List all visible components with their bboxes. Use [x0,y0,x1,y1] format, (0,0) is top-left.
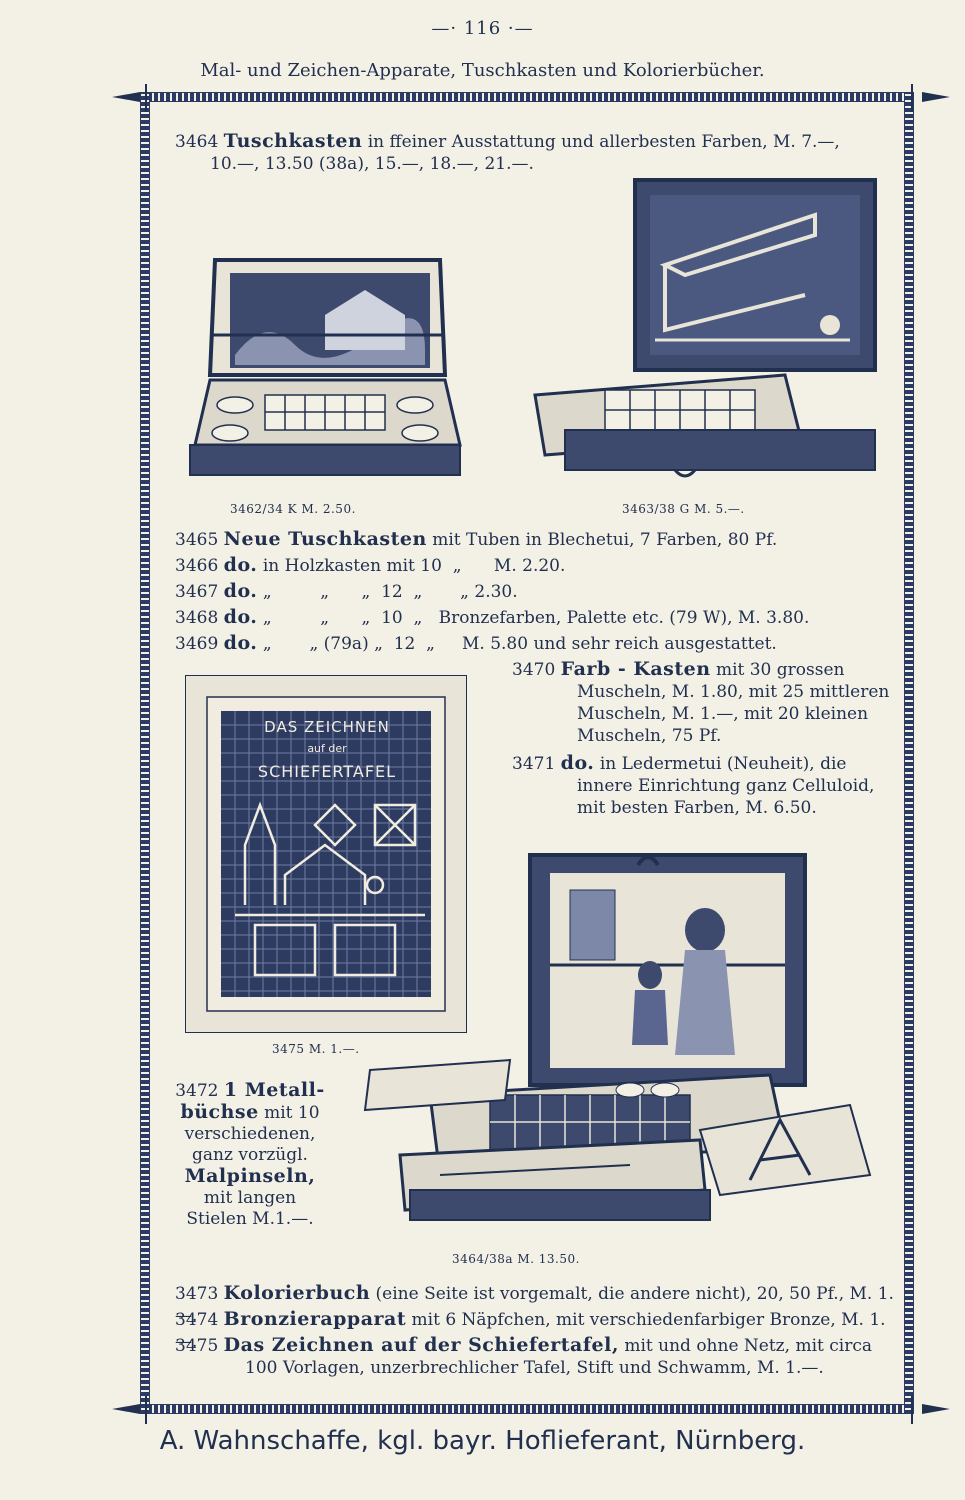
entry-3465: 3465 Neue Tuschkasten mit Tuben in Blech… [175,528,778,550]
border-ornament-bottom-right [911,1396,950,1424]
border-ornament-bottom-left [112,1396,147,1424]
entry-3473: 3473 Kolorierbuch (eine Seite ist vorgem… [175,1282,894,1326]
entry-3466: 3466 do. in Holzkasten mit 10 „ M. 2.20. [175,554,566,576]
slate-title-line1: DAS ZEICHNEN [264,718,390,736]
caption-3463: 3463/38 G M. 5.—. [622,502,745,516]
deluxe-paintbox-illustration [363,853,872,1221]
border-bottom [148,1404,912,1414]
entry-3467: 3467 do. „ „ „ 12 „ „ 2.30. [175,580,518,602]
entry-3469: 3469 do. „ „ (79a) „ 12 „ M. 5.80 und se… [175,632,777,654]
entry-3472: 3472 1 Metall- büchse mit 10 verschieden… [175,1079,325,1230]
border-top [148,92,912,102]
caption-3462: 3462/34 K M. 2.50. [230,502,356,516]
publisher-footer: A. Wahnschaffe, kgl. bayr. Hoflieferant,… [159,1426,806,1456]
page-number: —· 116 ·— [431,18,534,39]
page-header-title: Mal- und Zeichen-Apparate, Tuschkasten u… [200,60,765,81]
slate-title-line2: auf der [307,742,347,755]
entry-3470: 3470 Farb - Kasten mit 30 grossen Musche… [512,658,890,746]
caption-3464-38a: 3464/38a M. 13.50. [452,1252,580,1266]
border-right [904,92,914,1414]
paintbox-illustration-large [533,178,877,478]
slate-title-line3: SCHIEFERTAFEL [257,762,397,781]
entry-3474: 3474 Bronzierapparat mit 6 Näpfchen, mit… [175,1308,886,1352]
entry-3464: 3464 Tuschkasten in ffeiner Ausstattung … [175,130,840,174]
border-left [140,92,150,1414]
entry-3475: 3475 Das Zeichnen auf der Schiefertafel,… [175,1334,872,1378]
entry-3471: 3471 do. in Ledermetui (Neuheit), die in… [512,752,875,818]
border-ornament-top-left [112,84,147,112]
caption-3475: 3475 M. 1.—. [272,1042,360,1056]
slate-board-illustration [185,675,467,1033]
border-ornament-top-right [911,84,950,112]
entry-3468: 3468 do. „ „ „ 10 „ Bronzefarben, Palett… [175,606,810,628]
paintbox-illustration-small [189,258,462,476]
